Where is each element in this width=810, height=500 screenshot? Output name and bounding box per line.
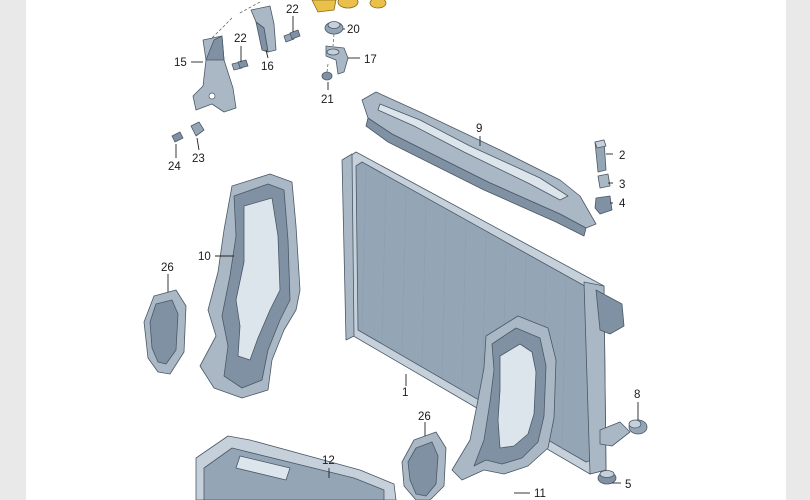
drain-5 [597,470,617,485]
callout-9: 9 [476,123,482,135]
nut-21 [321,71,333,81]
air-duct-9 [361,91,597,237]
clip-26-bottom [401,431,447,500]
callout-22-right: 22 [286,4,299,16]
callout-labels: 1 2 3 4 5 8 9 10 11 12 15 16 17 20 21 22… [161,4,640,500]
callout-2: 2 [619,150,625,162]
leader-lines [167,1,639,494]
callout-24: 24 [168,161,181,173]
air-guide-10 [199,173,301,399]
plug-8 [628,419,648,435]
clip-3 [597,173,611,189]
callout-22-left: 22 [234,33,247,45]
callout-20: 20 [347,24,360,36]
callout-10: 10 [198,251,211,263]
clip-26-left [143,289,187,375]
callout-4: 4 [619,198,626,210]
callout-16: 16 [261,61,274,73]
callout-15: 15 [174,57,187,69]
callout-11: 11 [534,488,546,500]
callout-17: 17 [364,54,377,66]
bolt-22b [283,29,301,43]
grommet-20 [324,21,344,35]
callout-26-left: 26 [161,262,174,274]
grommet-23 [190,121,205,137]
bracket-15 [192,35,237,113]
lower-panel-12 [195,435,397,500]
bolt-22a [231,59,249,71]
sensor-2 [594,139,607,173]
callout-3: 3 [619,179,625,191]
callout-12: 12 [322,455,335,467]
clip-4 [594,195,613,215]
callout-21: 21 [321,94,334,106]
bracket-17 [325,45,349,75]
callout-23: 23 [192,153,205,165]
callout-26-bottom: 26 [418,411,431,423]
bracket-16 [250,5,277,53]
air-guide-11 [451,315,557,481]
callout-1: 1 [402,387,408,399]
callout-8: 8 [634,389,640,401]
hose-connector [311,0,387,13]
callout-5: 5 [625,479,631,491]
bolt-24 [171,131,184,143]
